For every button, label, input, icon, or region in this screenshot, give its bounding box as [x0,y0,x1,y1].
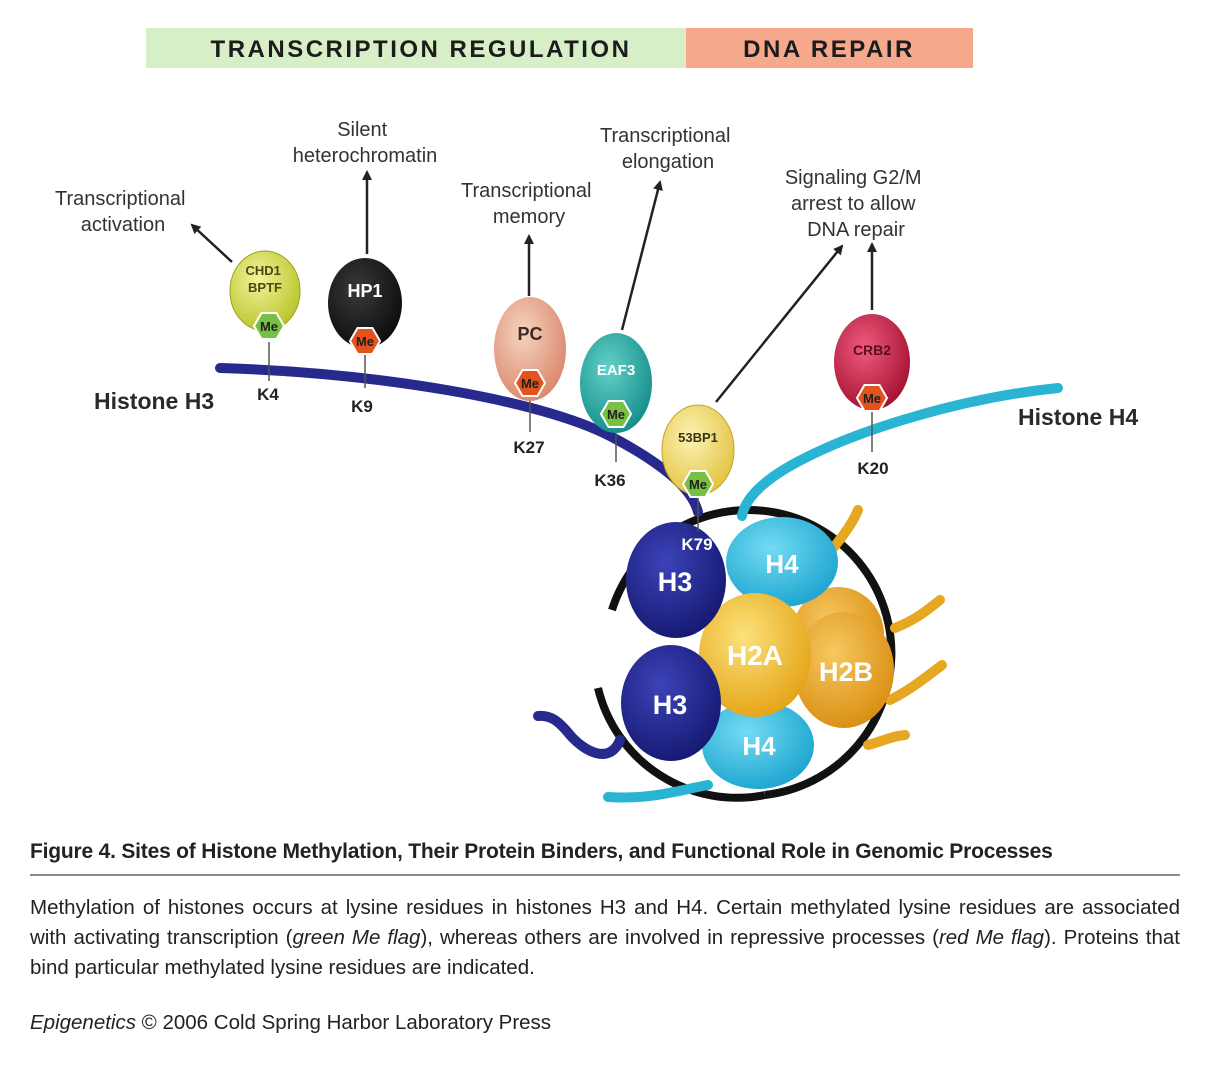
arrow-k36 [620,180,663,331]
me-flag-red-k9 [348,327,382,355]
site-label-k9: K9 [351,397,373,416]
h2a-core [699,593,811,717]
caption-text: Methylation of histones occurs at lysine… [30,896,1180,949]
h2b-tail-right [890,595,945,633]
caption-text: ). Proteins that bind particular methyla… [30,926,1180,979]
me-flag-green-k79 [681,470,715,498]
core-label-h3-top: H3 [658,567,693,597]
band-dna-repair [686,28,973,68]
h2a-tail-right [885,660,947,705]
protein-hp1 [328,258,402,348]
protein-label-hp1: HP1 [347,281,382,301]
histone-h4-tail [737,383,1063,521]
h3-core-bottom [621,645,721,761]
caption-divider [30,874,1180,876]
protein-label-pc: PC [517,324,542,344]
h4-core-bottom [702,701,814,789]
core-label-h2b: H2B [819,657,873,687]
band-transcription-regulation [146,28,686,68]
me-flag-label: Me [863,391,881,406]
site-label-k79: K79 [681,535,712,554]
credit-book-title: Epigenetics [30,1011,136,1034]
core-label-h4-top: H4 [765,549,799,579]
band-dna-repair-label: DNA REPAIR [743,36,915,63]
protein-crb2 [834,314,910,410]
core-label-h4-bottom: H4 [742,731,776,761]
histone-h3-tail-bottom [533,710,625,759]
me-flag-label: Me [260,319,278,334]
caption-red-flag-term: red Me flag [938,926,1045,949]
me-flag-label: Me [607,407,625,422]
function-label-k4: Transcriptional activation [55,188,191,236]
chain-label-h4: Histone H4 [1018,404,1138,430]
caption-green-flag-term: green Me flag [292,926,421,949]
me-flag-green-k4 [252,312,286,340]
nucleosome: H3 H3 H4 H4 H2A H2B [594,505,947,802]
dna-wrap-front [594,687,766,802]
site-label-k36: K36 [594,471,625,490]
site-label-k27: K27 [513,438,544,457]
function-label-k36: Transcriptional elongation [600,125,736,173]
arrow-k4 [190,223,233,263]
h3-core-top [626,522,726,638]
site-label-k4: K4 [257,385,279,404]
core-label-h2a: H2A [727,640,783,671]
figure-caption-title: Figure 4. Sites of Histone Methylation, … [30,840,1053,863]
h2b-core [794,612,894,728]
h4-core-top [726,517,838,607]
function-label-g2m: Signaling G2/M arrest to allow DNA repai… [785,167,927,241]
h2b-tail-bottom [863,730,910,750]
me-flag-green-k36 [599,400,633,428]
protein-pc [494,297,566,401]
me-flags: Me Me Me Me Me Me [252,312,889,498]
me-flag-label: Me [521,376,539,391]
core-label-h3-bottom: H3 [653,690,688,720]
me-flag-label: Me [356,334,374,349]
copyright-credit: Epigenetics © 2006 Cold Spring Harbor La… [30,1011,551,1035]
me-flag-red-k27 [513,369,547,397]
band-transcription-regulation-label: TRANSCRIPTION REGULATION [211,36,632,63]
histone-methylation-diagram: TRANSCRIPTION REGULATION DNA REPAIR Tran… [55,28,1138,803]
arrow-k79 [715,244,844,403]
me-flag-label: Me [689,477,707,492]
site-label-k20: K20 [857,459,888,478]
function-label-k9: Silent heterochromatin [293,119,438,167]
figure-caption-body: Methylation of histones occurs at lysine… [30,893,1180,983]
function-label-k27: Transcriptional memory [461,180,597,228]
me-flag-red-k20 [855,384,889,412]
protein-label-crb2: CRB2 [853,342,891,358]
protein-label-eaf3: EAF3 [597,362,635,379]
caption-text: ), whereas others are involved in repres… [420,926,939,949]
histone-h4-tail-bottom [603,780,713,803]
protein-label-chd1-bptf: CHD1 BPTF [245,263,284,295]
credit-text: © 2006 Cold Spring Harbor Laboratory Pre… [135,1011,552,1034]
chain-label-h3: Histone H3 [94,388,214,414]
protein-eaf3 [580,333,652,433]
protein-label-53bp1: 53BP1 [678,430,718,445]
